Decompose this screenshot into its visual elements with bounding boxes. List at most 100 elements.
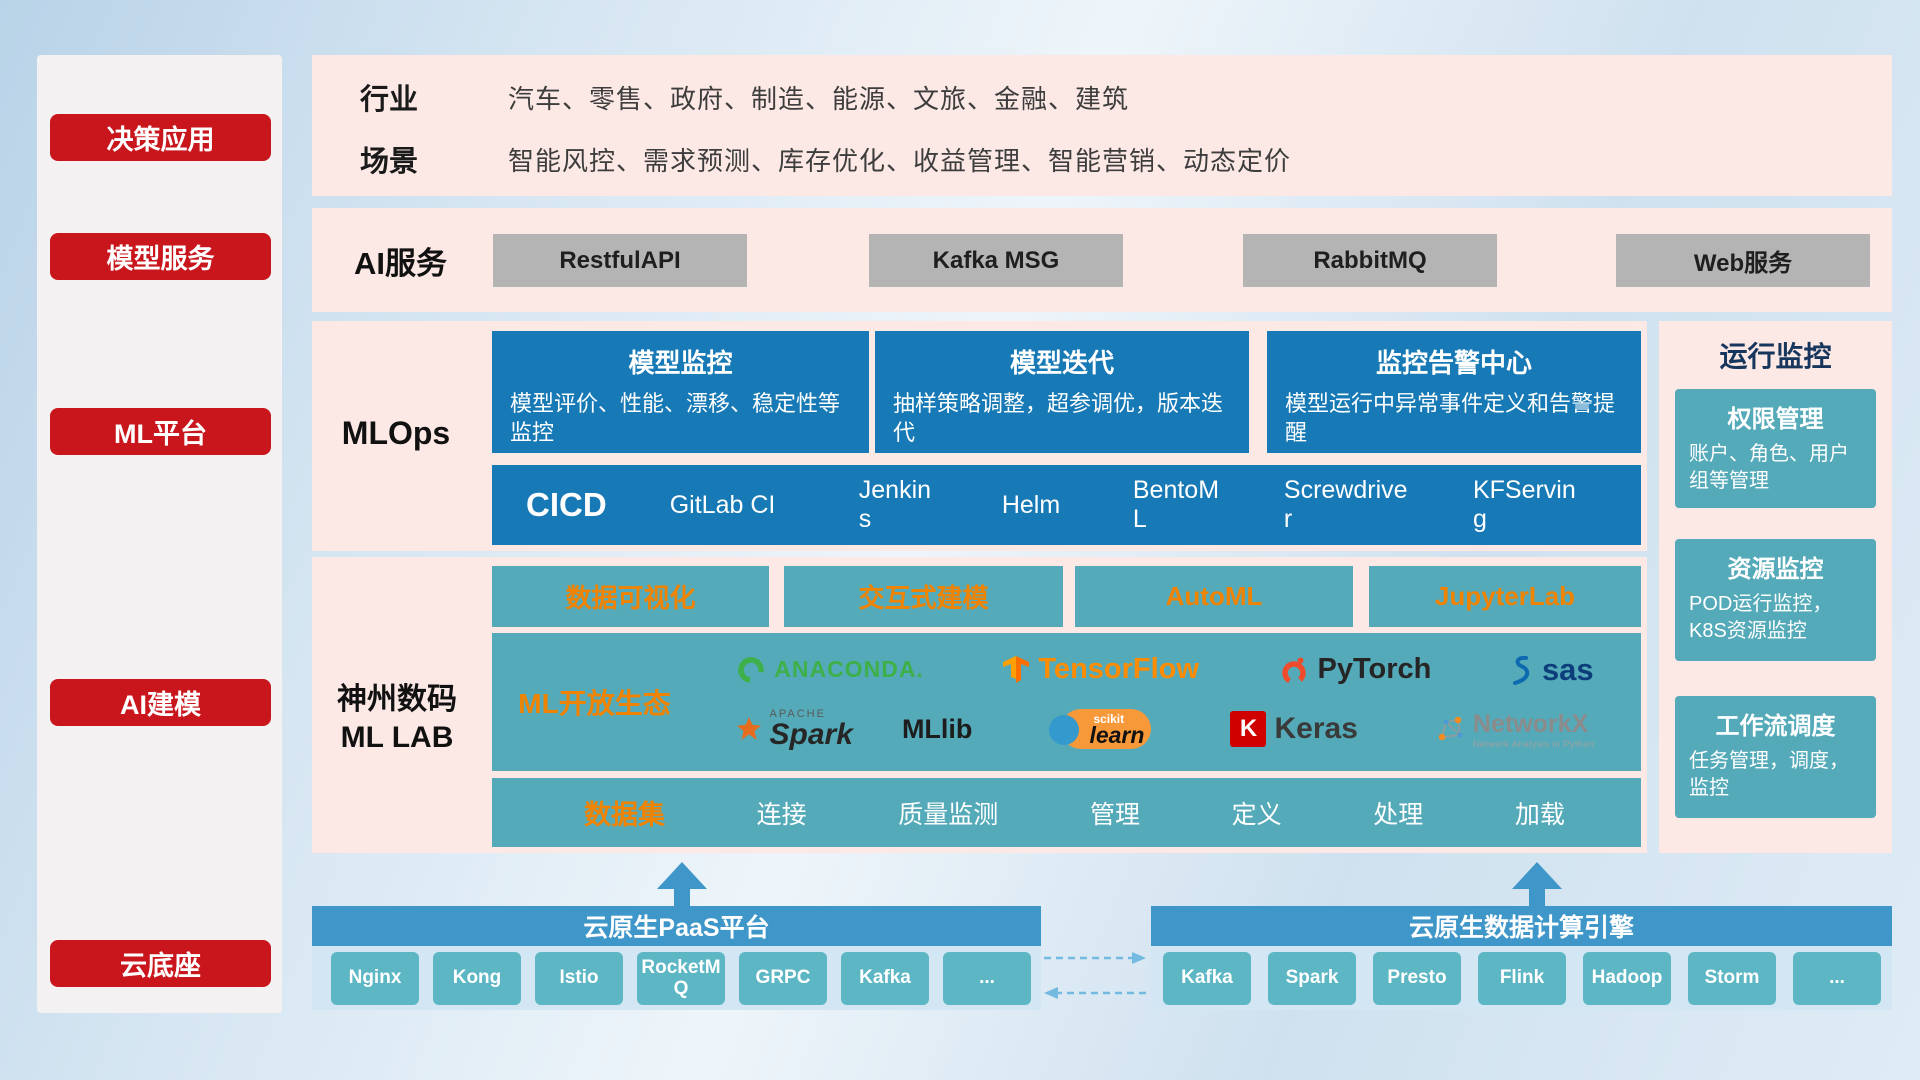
chip-hadoop[interactable]: Hadoop (1583, 952, 1671, 1005)
runtime-monitor-title: 运行监控 (1719, 341, 1832, 372)
sidebar-item-model-service[interactable]: 模型服务 (50, 233, 271, 280)
ecosystem-row-2: APACHE Spark MLlib scikit learn K Keras (697, 706, 1633, 752)
tensorflow-icon (1003, 655, 1030, 683)
keras-icon: K (1230, 711, 1267, 748)
dataset-bar: 数据集 连接 质量监测 管理 定义 处理 加载 (492, 778, 1641, 847)
networkx-icon (1438, 717, 1463, 741)
ecosystem-row-1: ANACONDA. TensorFlow (697, 652, 1633, 688)
chip-storm[interactable]: Storm (1688, 952, 1776, 1005)
permission-mgmt-title: 权限管理 (1727, 406, 1824, 433)
scikit-learn-circle (1049, 715, 1080, 746)
dataset-item-connect: 连接 (756, 800, 807, 829)
spark-text-stack: APACHE Spark (769, 707, 853, 751)
rabbitmq-button[interactable]: RabbitMQ (1243, 234, 1497, 287)
mlops-band: MLOps 模型监控 模型评价、性能、漂移、稳定性等监控 模型迭代 抽样策略调整… (312, 321, 1647, 551)
chip-grpc[interactable]: GRPC (739, 952, 827, 1005)
pytorch-icon (1281, 657, 1306, 685)
sas-text: sas (1541, 651, 1594, 687)
kafka-msg-button[interactable]: Kafka MSG (869, 234, 1123, 287)
industry-band: 行业 汽车、零售、政府、制造、能源、文旅、金融、建筑 场景 智能风控、需求预测、… (312, 55, 1892, 196)
keras-text: Keras (1274, 712, 1358, 746)
cicd-item-kfserving: KFServing (1472, 476, 1576, 533)
chip-spark[interactable]: Spark (1268, 952, 1356, 1005)
mllab-label-line2: ML LAB (340, 721, 454, 754)
left-rail: 决策应用 模型服务 ML平台 AI建模 云底座 (37, 55, 282, 1013)
anaconda-icon (738, 656, 765, 683)
ml-ecosystem-label: ML开放生态 (518, 688, 671, 719)
chip-more-engine[interactable]: ... (1793, 952, 1881, 1005)
cicd-item-bentoml: BentoML (1132, 476, 1220, 533)
networkx-text-stack: NetworkX Network Analysis in Python (1473, 710, 1595, 749)
model-iteration-card: 模型迭代 抽样策略调整，超参调优，版本迭代 (875, 331, 1249, 453)
dataset-item-quality: 质量监测 (898, 800, 999, 829)
chip-kafka-paas[interactable]: Kafka (841, 952, 929, 1005)
automl-button[interactable]: AutoML (1075, 566, 1353, 627)
sidebar-item-cloud-base[interactable]: 云底座 (50, 940, 271, 987)
spark-text: Spark (769, 717, 853, 751)
chip-more-paas[interactable]: ... (943, 952, 1031, 1005)
spark-apache-text: APACHE (769, 707, 826, 720)
anaconda-text: ANACONDA. (774, 656, 924, 683)
paas-strip: Nginx Kong Istio RocketMQ GRPC Kafka ... (312, 946, 1041, 1010)
industry-row: 行业 汽车、零售、政府、制造、能源、文旅、金融、建筑 (360, 77, 1129, 117)
up-arrow-right (1512, 862, 1562, 889)
ml-ecosystem-box: ML开放生态 ANACONDA. TensorFlow (492, 633, 1641, 771)
keras-logo: K Keras (1230, 711, 1358, 748)
engine-header: 云原生数据计算引擎 (1151, 906, 1892, 946)
spark-icon (736, 717, 761, 741)
mllab-label: 神州数码 ML LAB (322, 681, 472, 757)
scenario-row: 场景 智能风控、需求预测、库存优化、收益管理、智能营销、动态定价 (360, 139, 1291, 179)
resource-monitor-desc: POD运行监控，K8S资源监控 (1689, 593, 1833, 642)
paas-title: 云原生PaaS平台 (583, 914, 770, 942)
resource-monitor-title: 资源监控 (1727, 556, 1824, 583)
cicd-item-gitlab-ci: GitLab CI (669, 490, 776, 519)
chip-istio[interactable]: Istio (535, 952, 623, 1005)
ai-service-label: AI服务 (354, 246, 447, 281)
up-arrow-left-stem (674, 888, 690, 908)
dataset-item-manage: 管理 (1089, 800, 1140, 829)
sidebar-item-decision-apps[interactable]: 决策应用 (50, 114, 271, 161)
sidebar-item-ml-platform[interactable]: ML平台 (50, 408, 271, 455)
alert-center-desc: 模型运行中异常事件定义和告警提醒 (1285, 391, 1616, 445)
engine-title: 云原生数据计算引擎 (1408, 914, 1634, 942)
industry-label: 行业 (360, 84, 419, 116)
cicd-item-helm: Helm (1001, 490, 1061, 519)
runtime-monitor-column: 运行监控 权限管理 账户、角色、用户组等管理 资源监控 POD运行监控，K8S资… (1659, 321, 1892, 853)
resource-monitor-card: 资源监控 POD运行监控，K8S资源监控 (1675, 539, 1876, 661)
data-viz-button[interactable]: 数据可视化 (492, 566, 769, 627)
mllib-text: MLlib (901, 713, 973, 744)
chip-nginx[interactable]: Nginx (331, 952, 419, 1005)
chip-flink[interactable]: Flink (1478, 952, 1566, 1005)
dashed-connector-arrows (1044, 952, 1146, 999)
ai-service-band: AI服务 RestfulAPI Kafka MSG RabbitMQ Web服务 (312, 208, 1892, 312)
workflow-schedule-title: 工作流调度 (1715, 713, 1836, 740)
permission-mgmt-desc: 账户、角色、用户组等管理 (1689, 443, 1849, 492)
alert-center-card: 监控告警中心 模型运行中异常事件定义和告警提醒 (1267, 331, 1641, 453)
jupyterlab-button[interactable]: JupyterLab (1369, 566, 1641, 627)
chip-rocketmq[interactable]: RocketMQ (637, 952, 725, 1005)
scikit-learn-top-text: scikit (1093, 712, 1125, 727)
dataset-item-process: 处理 (1373, 800, 1424, 829)
dataset-label: 数据集 (584, 800, 665, 830)
pytorch-logo: PyTorch (1278, 653, 1432, 687)
model-monitor-desc: 模型评价、性能、漂移、稳定性等监控 (510, 391, 841, 445)
model-monitor-card: 模型监控 模型评价、性能、漂移、稳定性等监控 (492, 331, 869, 453)
industry-list: 汽车、零售、政府、制造、能源、文旅、金融、建筑 (508, 83, 1130, 114)
mllab-band: 神州数码 ML LAB 数据可视化 交互式建模 AutoML JupyterLa… (312, 557, 1647, 853)
chip-kong[interactable]: Kong (433, 952, 521, 1005)
engine-strip: Kafka Spark Presto Flink Hadoop Storm ..… (1151, 946, 1892, 1010)
tensorflow-text: TensorFlow (1038, 653, 1199, 686)
sidebar-item-ai-modeling[interactable]: AI建模 (50, 679, 271, 726)
sas-icon (1512, 655, 1530, 685)
web-service-button[interactable]: Web服务 (1616, 234, 1870, 287)
anaconda-logo: ANACONDA. (736, 655, 924, 685)
chip-kafka-engine[interactable]: Kafka (1163, 952, 1251, 1005)
restful-api-button[interactable]: RestfulAPI (493, 234, 747, 287)
dataset-item-define: 定义 (1231, 800, 1282, 829)
interactive-modeling-button[interactable]: 交互式建模 (784, 566, 1063, 627)
workflow-schedule-desc: 任务管理，调度，监控 (1689, 750, 1849, 799)
model-monitor-title: 模型监控 (628, 348, 733, 378)
pytorch-text: PyTorch (1317, 653, 1432, 686)
model-iteration-desc: 抽样策略调整，超参调优，版本迭代 (893, 391, 1224, 445)
chip-presto[interactable]: Presto (1373, 952, 1461, 1005)
